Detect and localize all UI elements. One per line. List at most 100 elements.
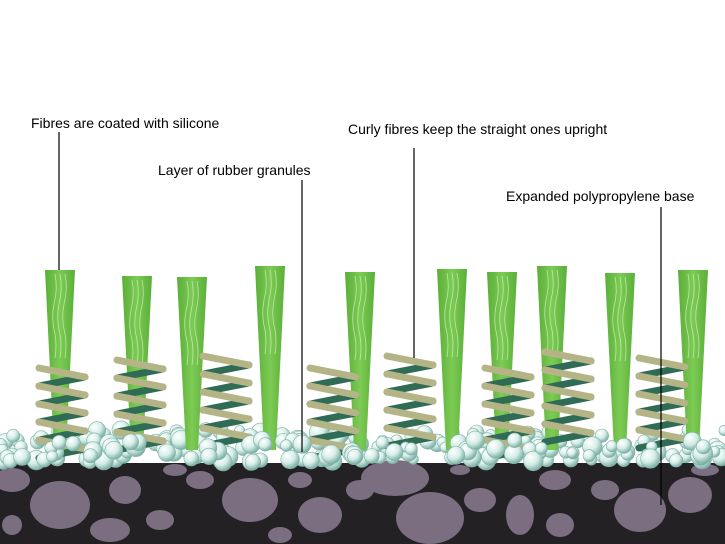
fibre-highlight — [57, 273, 62, 359]
base-stone — [222, 478, 278, 522]
coil-front-strand — [383, 352, 437, 369]
rubber-granule — [46, 450, 59, 463]
rubber-granule — [566, 447, 578, 459]
rubber-granule — [363, 448, 380, 464]
rubber-granule — [375, 436, 389, 450]
base-stone — [546, 513, 574, 537]
coil-front-strand — [306, 400, 360, 417]
rubber-granule — [183, 450, 200, 467]
straight-fibre — [345, 272, 375, 450]
rubber-granule — [122, 433, 139, 451]
rubber-granule — [65, 435, 81, 452]
base-stone — [450, 465, 470, 475]
fibre-highlight — [362, 275, 367, 361]
fibre-highlight — [554, 269, 559, 355]
coil-front-strand — [113, 392, 167, 409]
coil-front-strand — [635, 354, 689, 371]
rubber-granule — [640, 448, 661, 469]
base-stone — [361, 460, 429, 496]
label-curly: Curly fibres keep the straight ones upri… — [348, 121, 608, 137]
base-stone — [186, 471, 214, 489]
fibre-highlight — [617, 276, 622, 362]
rubber-granule — [83, 448, 98, 464]
base-stone — [2, 515, 22, 535]
rubber-granule — [51, 434, 67, 450]
fibre-highlight — [272, 269, 277, 355]
label-rubber: Layer of rubber granules — [158, 162, 311, 178]
coil-front-strand — [383, 388, 437, 405]
straight-fibre — [437, 269, 467, 450]
base-stone — [506, 495, 534, 535]
rubber-granule — [535, 441, 548, 455]
fibre-highlight — [134, 279, 139, 365]
curly-fibre — [306, 364, 360, 462]
fibre-highlight — [449, 272, 454, 358]
curly-fibres — [35, 348, 689, 462]
fibre-highlight — [544, 269, 549, 355]
leader-lines — [58, 132, 662, 505]
label-base: Expanded polypropylene base — [506, 188, 695, 204]
fibre-highlight — [262, 269, 267, 355]
coil-front-strand — [635, 372, 689, 389]
coil-front-strand — [199, 370, 253, 387]
coil-front-strand — [481, 418, 535, 435]
fibre-highlight — [499, 275, 504, 361]
coil-front-strand — [481, 400, 535, 417]
coil-front-strand — [35, 364, 89, 381]
coil-front-strand — [541, 366, 595, 383]
coil-front-strand — [541, 384, 595, 401]
rubber-granule — [347, 448, 363, 465]
base-stone — [668, 477, 712, 513]
rubber-granule — [404, 442, 418, 456]
rubber-granule — [302, 451, 320, 470]
coil-front-strand — [199, 352, 253, 369]
coil-front-strand — [541, 348, 595, 365]
curly-fibre — [541, 348, 595, 446]
fibre-highlight — [612, 276, 617, 362]
rubber-granule — [13, 448, 31, 466]
fibre-highlight — [690, 273, 695, 359]
fibre-highlight — [184, 280, 189, 366]
rubber-granule — [280, 449, 300, 470]
rubber-granules-front — [0, 430, 721, 472]
fibre-highlight — [139, 279, 144, 365]
rubber-granule — [200, 447, 218, 465]
fibre-highlight — [695, 273, 700, 359]
coil-front-strand — [35, 382, 89, 399]
coil-front-strand — [199, 406, 253, 423]
rubber-granule — [446, 446, 466, 465]
rubber-granule — [486, 439, 506, 459]
coil-front-strand — [541, 420, 595, 437]
rubber-granule — [465, 430, 485, 450]
base-stone — [90, 518, 130, 542]
coil-front-strand — [113, 374, 167, 391]
rubber-granule — [615, 437, 632, 454]
coil-front-strand — [306, 418, 360, 435]
coil-front-strand — [35, 400, 89, 417]
fibre-highlight — [444, 272, 449, 358]
base-stone — [591, 480, 619, 500]
base-stone — [396, 492, 464, 544]
base-stone — [464, 488, 496, 512]
base-stone — [268, 527, 292, 543]
coil-front-strand — [113, 410, 167, 427]
coil-front-strand — [113, 356, 167, 373]
coil-front-strand — [383, 370, 437, 387]
fibre-highlight — [267, 269, 272, 355]
rubber-granule — [385, 443, 404, 461]
fibre-highlight — [685, 273, 690, 359]
fibre-highlight — [622, 276, 627, 362]
base-stone — [288, 472, 312, 488]
fibre-highlight — [504, 275, 509, 361]
base-stone — [30, 481, 90, 529]
coil-front-strand — [383, 406, 437, 423]
coil-front-strand — [481, 364, 535, 381]
rubber-granule — [718, 425, 725, 436]
curly-fibre — [635, 354, 689, 452]
rubber-granule — [244, 453, 261, 470]
rubber-granule — [606, 440, 618, 453]
rubber-granule — [582, 449, 596, 463]
fibre-highlight — [129, 279, 134, 365]
straight-fibre — [605, 273, 635, 450]
